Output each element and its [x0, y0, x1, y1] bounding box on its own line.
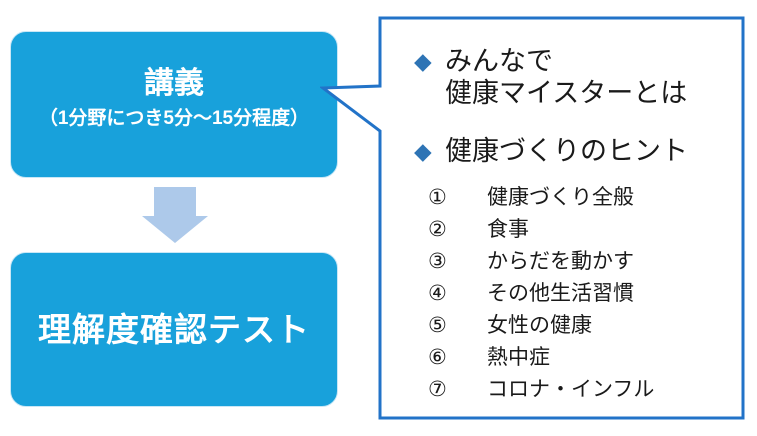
item-number: ② — [428, 218, 447, 241]
hint-list: ① 健康づくり全般 ② 食事 ③ からだを動かす ④ その他生活習慣 ⑤ 女性の… — [428, 182, 654, 406]
list-item: ② 食事 — [428, 214, 654, 246]
item-number: ③ — [428, 250, 447, 273]
item-label: 食事 — [487, 218, 529, 241]
lecture-subtitle: （1分野につき5分～15分程度） — [38, 108, 310, 130]
down-arrow-icon — [142, 187, 208, 243]
item-label: その他生活習慣 — [487, 282, 634, 305]
item-number: ⑥ — [428, 346, 447, 369]
item-number: ⑤ — [428, 314, 447, 337]
callout-heading-2: ◆ 健康づくりのヒント — [414, 135, 688, 167]
item-number: ① — [428, 186, 447, 209]
list-item: ③ からだを動かす — [428, 246, 654, 278]
list-item: ⑥ 熱中症 — [428, 342, 654, 374]
item-number: ⑦ — [428, 378, 447, 401]
test-title: 理解度確認テスト — [38, 310, 310, 348]
list-item: ④ その他生活習慣 — [428, 278, 654, 310]
callout-heading-1-text: みんなで 健康マイスターとは — [445, 46, 688, 108]
list-item: ⑤ 女性の健康 — [428, 310, 654, 342]
diamond-bullet-icon: ◆ — [414, 138, 432, 164]
item-label: 女性の健康 — [487, 314, 592, 337]
test-box: 理解度確認テスト — [10, 252, 338, 407]
lecture-box: 講義 （1分野につき5分～15分程度） — [10, 31, 338, 178]
item-label: 健康づくり全般 — [487, 186, 634, 209]
callout-heading-2-text: 健康づくりのヒント — [445, 136, 688, 166]
callout-heading-1: ◆ みんなで 健康マイスターとは — [414, 45, 687, 109]
item-label: コロナ・インフル — [487, 378, 655, 401]
list-item: ① 健康づくり全般 — [428, 182, 654, 214]
diamond-bullet-icon: ◆ — [414, 48, 432, 74]
item-label: からだを動かす — [487, 250, 634, 273]
callout-box-shape — [320, 16, 745, 420]
lecture-title: 講義 — [144, 66, 204, 100]
list-item: ⑦ コロナ・インフル — [428, 374, 654, 406]
item-label: 熱中症 — [487, 346, 550, 369]
item-number: ④ — [428, 282, 447, 305]
